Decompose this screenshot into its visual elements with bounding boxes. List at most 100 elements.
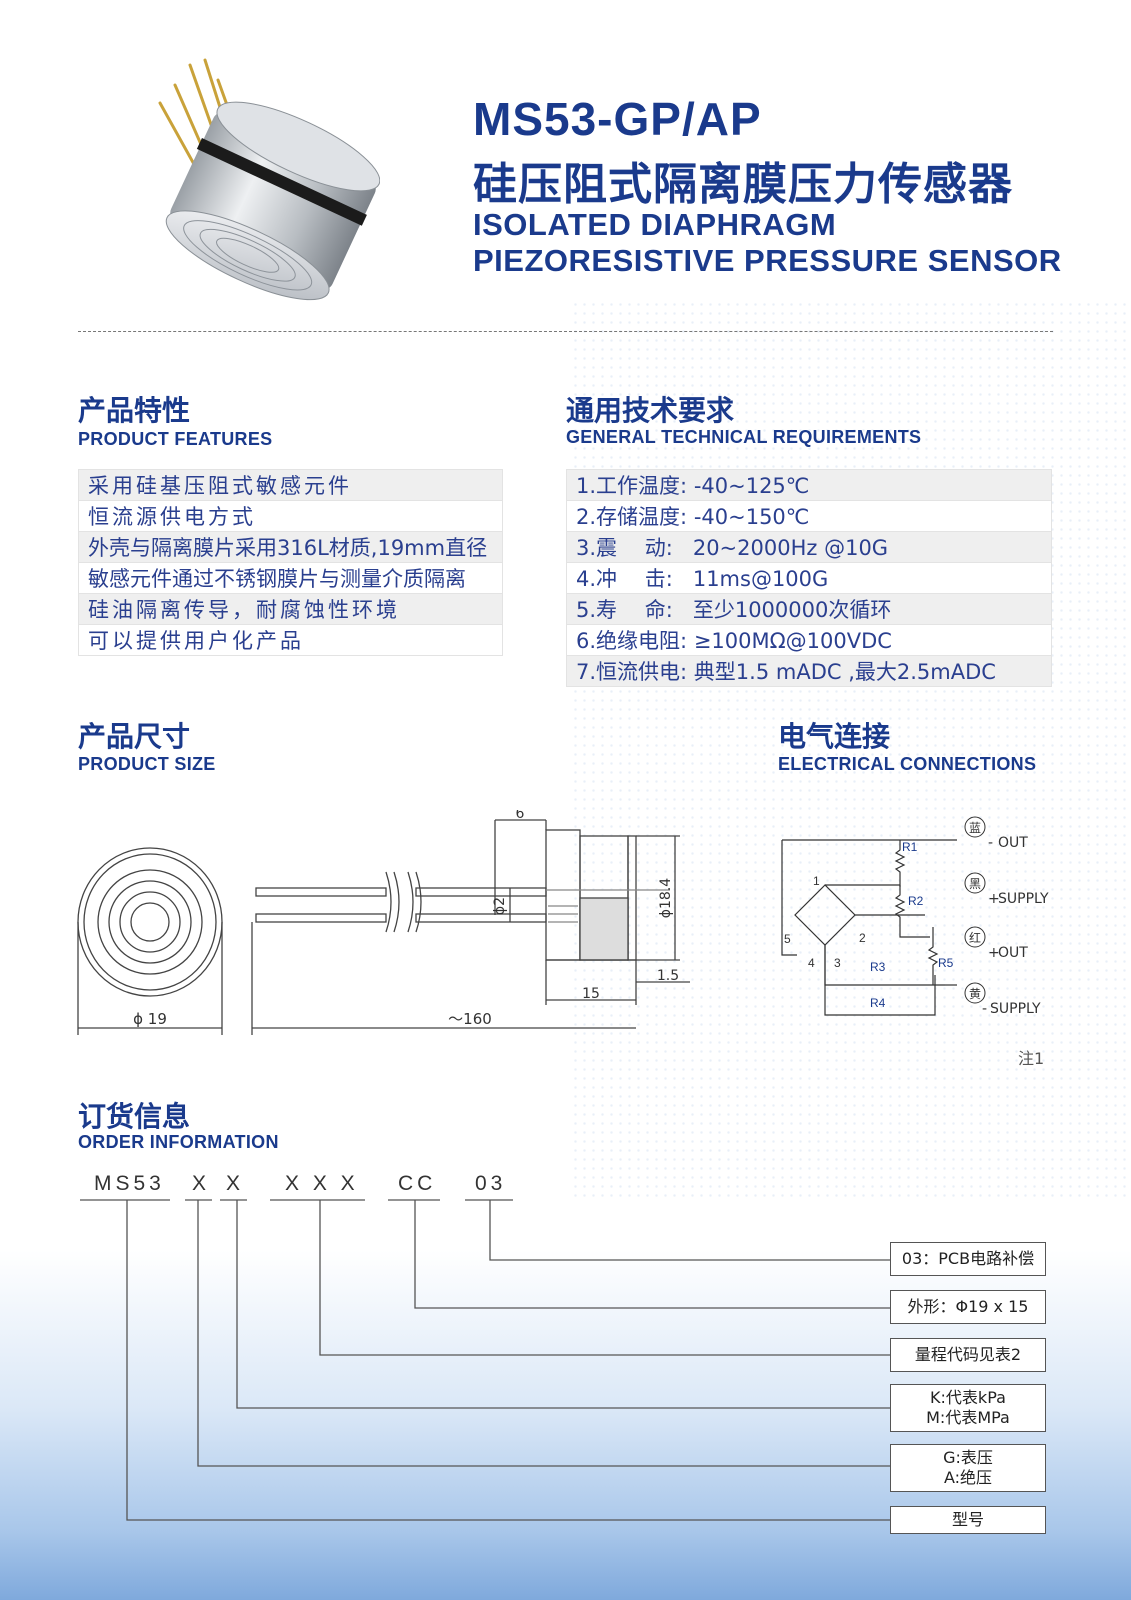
pin-label: SUPPLY: [990, 1001, 1041, 1017]
order-title-en: ORDER INFORMATION: [78, 1132, 279, 1152]
order-code-model: MS53: [94, 1172, 165, 1195]
background-dot-pattern: [571, 300, 1131, 1200]
electrical-title-cn: 电气连接: [778, 720, 891, 753]
wiring-diagram: R1 R2 R3 R4 R5 1 2 3 4 5 蓝 - OUT 黑 + SUP…: [781, 816, 1049, 1017]
product-title-en-line2: PIEZORESISTIVE PRESSURE SENSOR: [473, 243, 1062, 278]
feature-text: 硅油隔离传导，耐腐蚀性环境: [78, 593, 503, 625]
feature-row: 外壳与隔离膜片采用316L材质,19mm直径: [78, 531, 503, 563]
order-title-cn: 订货信息: [78, 1100, 191, 1133]
requirement-value: 典型1.5 mADC ,最大2.5mADC: [693, 660, 996, 684]
pin-sign: +: [988, 945, 1000, 961]
order-box-text: 量程代码见表2: [914, 1345, 1022, 1364]
requirements-title-en: GENERAL TECHNICAL REQUIREMENTS: [566, 427, 922, 447]
feature-row: 可以提供用户化产品: [78, 624, 503, 656]
order-code-shape: CC: [398, 1172, 437, 1195]
order-box-text: K:代表kPa: [930, 1388, 1006, 1407]
requirement-value: ≥100MΩ@100VDC: [693, 629, 892, 653]
pin-sign: -: [982, 1001, 987, 1017]
product-title-en-line1: ISOLATED DIAPHRAGM: [473, 207, 837, 242]
requirement-value: 20~2000Hz @10G: [692, 536, 889, 560]
requirement-row: 1.工作温度: -40~125℃: [566, 469, 1052, 501]
node-label: 2: [859, 931, 866, 945]
feature-text: 可以提供用户化产品: [78, 624, 503, 656]
order-box-shape: 外形：Φ19 x 15: [890, 1290, 1046, 1324]
size-title-cn: 产品尺寸: [78, 720, 191, 753]
requirement-value: -40~150℃: [693, 505, 810, 529]
order-box-model: 型号: [890, 1506, 1046, 1534]
electrical-title-en: ELECTRICAL CONNECTIONS: [778, 754, 1037, 774]
node-label: 3: [834, 956, 841, 970]
requirement-value: -40~125℃: [693, 474, 810, 498]
feature-row: 敏感元件通过不锈钢膜片与测量介质隔离: [78, 562, 503, 594]
requirement-value: 11ms@100G: [692, 567, 829, 591]
requirements-title-cn: 通用技术要求: [566, 394, 735, 427]
dim-15: 15: [582, 986, 600, 1002]
resistor-label: R4: [870, 996, 886, 1010]
features-title-en: PRODUCT FEATURES: [78, 429, 273, 449]
pin-list: 蓝 - OUT 黑 + SUPPLY 红 + OUT 黄 - SUPPLY: [964, 816, 1049, 1017]
wiring-note: 注1: [1018, 1049, 1045, 1068]
dim-pin: ϕ2: [492, 897, 508, 915]
order-box-range: 量程代码见表2: [890, 1338, 1046, 1372]
requirement-row: 7.恒流供电: 典型1.5 mADC ,最大2.5mADC: [566, 655, 1052, 687]
pin-color: 红: [969, 930, 981, 945]
requirement-value: 至少1000000次循环: [692, 598, 892, 622]
features-table: 采用硅基压阻式敏感元件 恒流源供电方式 外壳与隔离膜片采用316L材质,19mm…: [78, 469, 503, 656]
product-model: MS53-GP/AP: [473, 93, 762, 145]
order-box-text: 03：PCB电路补偿: [901, 1249, 1035, 1268]
node-label: 4: [808, 956, 815, 970]
order-box-text: M:代表MPa: [926, 1408, 1010, 1427]
requirement-label: 4.冲 击:: [576, 567, 673, 591]
dim-1-5: 1.5: [657, 968, 679, 984]
sensor-product-image: [158, 58, 380, 301]
requirement-label: 5.寿 命:: [576, 598, 673, 622]
size-drawing: ϕ 19 ～160 6 ϕ2 ϕ18.4 15 1.5: [77, 810, 690, 1035]
requirement-row: 2.存储温度: -40~150℃: [566, 500, 1052, 532]
pin-sign: -: [988, 835, 993, 851]
pin-sign: +: [988, 891, 1000, 907]
feature-row: 采用硅基压阻式敏感元件: [78, 469, 503, 501]
requirement-label: 7.恒流供电:: [576, 660, 688, 684]
requirement-row: 5.寿 命: 至少1000000次循环: [566, 593, 1052, 625]
resistor-label: R3: [870, 960, 886, 974]
size-title-en: PRODUCT SIZE: [78, 754, 216, 774]
requirement-label: 3.震 动:: [576, 536, 673, 560]
feature-text: 采用硅基压阻式敏感元件: [78, 469, 503, 501]
pin-color: 蓝: [969, 821, 981, 835]
pin-color: 黄: [969, 987, 981, 1001]
order-box-text: A:绝压: [943, 1468, 993, 1487]
requirements-table: 1.工作温度: -40~125℃ 2.存储温度: -40~150℃ 3.震 动:…: [566, 469, 1052, 687]
requirement-label: 1.工作温度:: [576, 474, 688, 498]
node-label: 1: [813, 874, 820, 888]
feature-text: 敏感元件通过不锈钢膜片与测量介质隔离: [78, 562, 503, 594]
header-divider: [78, 331, 1053, 332]
order-box-text: 型号: [951, 1510, 984, 1529]
pin-label: OUT: [998, 945, 1028, 961]
order-code-unit: X: [226, 1172, 245, 1195]
product-title-cn: 硅压阻式隔离膜压力传感器: [473, 159, 1013, 210]
order-connector-lines: [80, 1199, 890, 1521]
feature-text: 恒流源供电方式: [78, 500, 503, 532]
features-title-cn: 产品特性: [78, 394, 191, 427]
dim-length: ～160: [448, 1010, 492, 1028]
requirement-row: 4.冲 击: 11ms@100G: [566, 562, 1052, 594]
resistor-label: R2: [908, 894, 924, 908]
dim-body: ϕ18.4: [658, 878, 674, 919]
requirement-row: 6.绝缘电阻: ≥100MΩ@100VDC: [566, 624, 1052, 656]
pin-label: SUPPLY: [998, 891, 1049, 907]
pin-color: 黑: [969, 877, 981, 891]
resistor-label: R1: [902, 840, 918, 854]
node-label: 5: [784, 932, 791, 946]
dim-6: 6: [516, 810, 525, 822]
pin-label: OUT: [998, 835, 1028, 851]
order-box-text: 外形：Φ19 x 15: [907, 1297, 1029, 1316]
dim-diameter: ϕ 19: [133, 1010, 167, 1028]
order-code-pcb: 03: [475, 1172, 507, 1195]
requirement-row: 3.震 动: 20~2000Hz @10G: [566, 531, 1052, 563]
order-code-range: X X X: [285, 1172, 359, 1195]
order-box-pcb: 03：PCB电路补偿: [890, 1242, 1046, 1276]
requirement-label: 2.存储温度:: [576, 505, 688, 529]
requirement-label: 6.绝缘电阻:: [576, 629, 688, 653]
